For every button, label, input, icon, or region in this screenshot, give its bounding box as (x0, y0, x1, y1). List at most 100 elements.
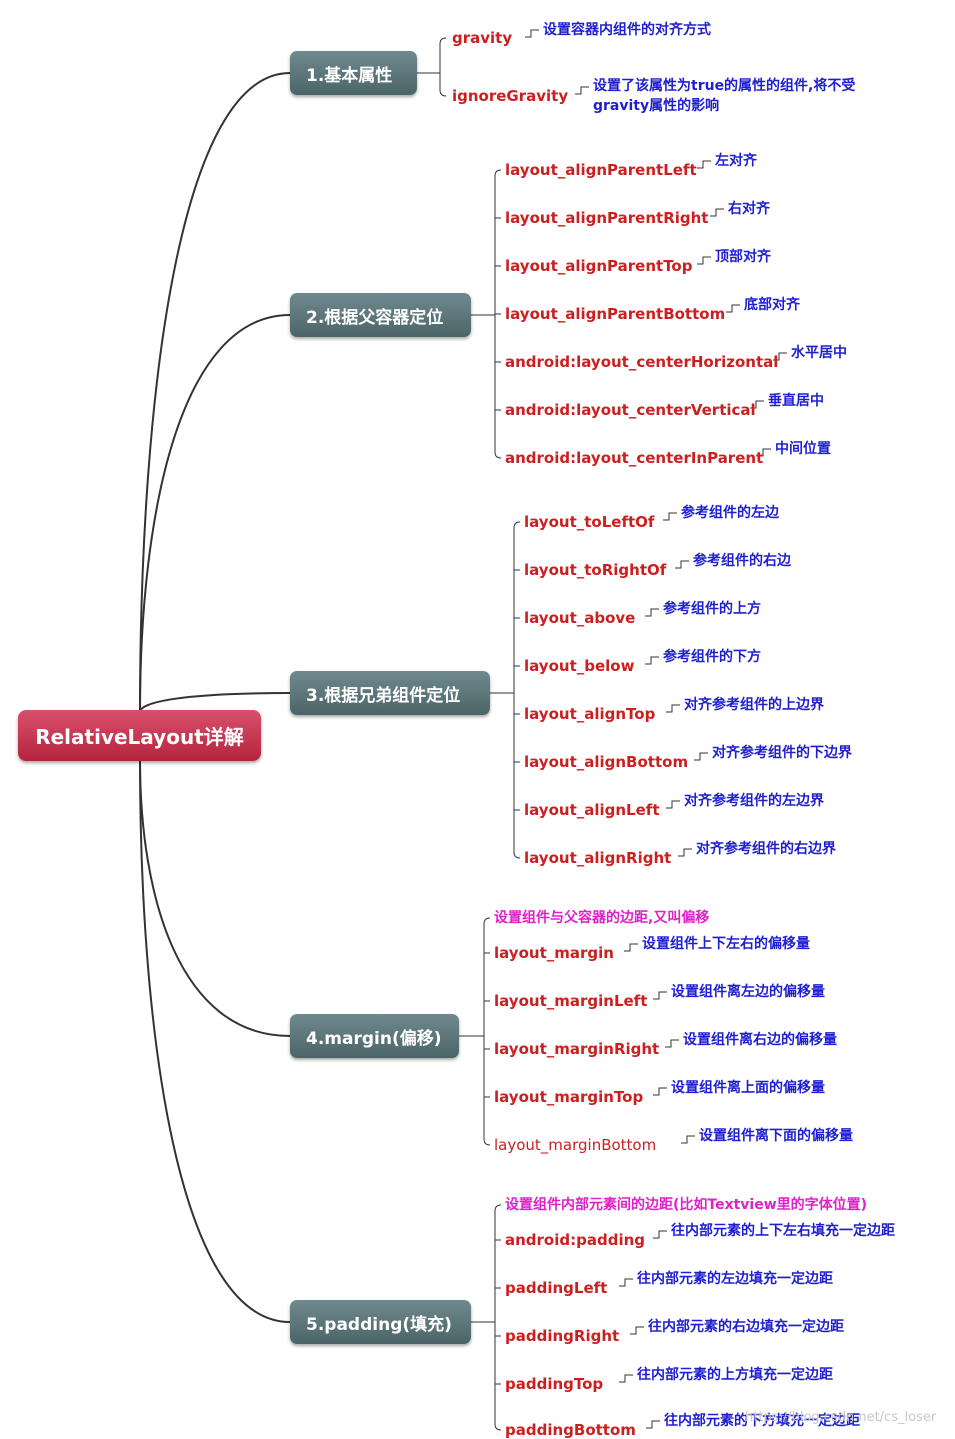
attribute-description: 参考组件的上方 (663, 601, 761, 617)
connector-line (645, 656, 659, 665)
branch-parent-positioning[interactable]: 2.根据父容器定位 (290, 293, 471, 337)
attribute-label: paddingTop (505, 1375, 604, 1393)
connector-line (619, 1374, 633, 1383)
attribute-description: 左对齐 (715, 153, 757, 169)
attribute-description: 往内部元素的下方填充一定边距 (664, 1413, 860, 1429)
attribute-label: layout_alignParentRight (505, 209, 709, 227)
attribute-description: 设置组件离上面的偏移量 (671, 1080, 825, 1096)
attribute-label: android:layout_centerInParent (505, 449, 764, 467)
branch-padding[interactable]: 5.padding(填充) (290, 1300, 471, 1344)
connector-line (666, 704, 680, 713)
connector-line (619, 1278, 633, 1287)
attribute-label: android:padding (505, 1231, 646, 1249)
branch-note: 设置组件内部元素间的边距(比如Textview里的字体位置) (505, 1197, 868, 1213)
connector-line (139, 314, 291, 713)
attribute-label: layout_margin (494, 944, 614, 962)
attribute-description: 往内部元素的上下左右填充一定边距 (671, 1223, 895, 1239)
attribute-description: 底部对齐 (744, 297, 800, 313)
attribute-description: 右对齐 (728, 201, 770, 217)
connector-line (139, 692, 291, 713)
connector-line (678, 848, 692, 857)
attribute-description: 顶部对齐 (715, 249, 771, 265)
attribute-description: gravity属性的影响 (593, 98, 720, 114)
attribute-description: 中间位置 (775, 441, 831, 457)
connector-line (697, 256, 711, 265)
connector-line (645, 608, 659, 617)
attribute-description: 对齐参考组件的下边界 (712, 745, 852, 761)
attribute-label: layout_alignRight (524, 849, 672, 867)
attribute-description: 参考组件的下方 (663, 649, 761, 665)
attribute-description: 参考组件的左边 (681, 505, 779, 521)
connector-line (630, 1326, 644, 1335)
connector-line (757, 448, 771, 457)
attribute-label: layout_alignParentLeft (505, 161, 697, 179)
attribute-description: 往内部元素的上方填充一定边距 (637, 1367, 833, 1383)
branch-margin[interactable]: 4.margin(偏移) (290, 1014, 459, 1058)
connector-line (675, 560, 689, 569)
attribute-label: layout_alignParentTop (505, 257, 693, 275)
connector-line (666, 800, 680, 809)
connector-line (513, 521, 521, 859)
attribute-label: gravity (452, 29, 513, 47)
attribute-label: layout_toLeftOf (524, 513, 655, 531)
attribute-label: layout_marginRight (494, 1040, 660, 1058)
connector-line (697, 160, 711, 169)
attribute-label: layout_toRightOf (524, 561, 667, 579)
connector-line (710, 208, 724, 217)
attribute-label: layout_alignTop (524, 705, 656, 723)
connector-line (575, 86, 589, 95)
connector-line (773, 352, 787, 361)
attribute-label: paddingRight (505, 1327, 620, 1345)
connector-line (624, 943, 638, 952)
connector-line (483, 917, 491, 1146)
root-node[interactable]: RelativeLayout详解 (18, 710, 261, 761)
attribute-description: 设置组件离下面的偏移量 (699, 1128, 853, 1144)
attribute-description: 设置组件离左边的偏移量 (671, 984, 825, 1000)
connector-line (525, 29, 539, 38)
attribute-description: 设置了该属性为true的属性的组件,将不受 (593, 78, 856, 94)
connector-line (139, 759, 291, 1037)
attribute-label: layout_marginBottom (494, 1136, 657, 1154)
attribute-label: ignoreGravity (452, 87, 569, 105)
connector-line (494, 1204, 502, 1431)
connector-line (665, 1039, 679, 1048)
attribute-description: 对齐参考组件的左边界 (684, 793, 824, 809)
connector-line (439, 37, 447, 97)
attribute-label: layout_alignBottom (524, 753, 689, 771)
attribute-label: layout_above (524, 609, 636, 627)
attribute-description: 往内部元素的右边填充一定边距 (648, 1319, 844, 1335)
branch-sibling-positioning[interactable]: 3.根据兄弟组件定位 (290, 671, 490, 715)
connector-line (653, 1087, 667, 1096)
connector-line (681, 1135, 695, 1144)
connector-line (694, 752, 708, 761)
connector-line (653, 991, 667, 1000)
connector-line (646, 1420, 660, 1429)
connector-line (139, 759, 291, 1323)
connector-line (750, 400, 764, 409)
attribute-label: paddingBottom (505, 1421, 636, 1439)
attribute-label: layout_alignLeft (524, 801, 660, 819)
attribute-description: 设置组件上下左右的偏移量 (642, 936, 810, 952)
watermark: https://blog.csdn.net/cs_loser (745, 1410, 937, 1425)
attribute-label: android:layout_centerVertical (505, 401, 756, 419)
attribute-description: 对齐参考组件的右边界 (696, 841, 836, 857)
attribute-label: layout_marginLeft (494, 992, 648, 1010)
attribute-description: 垂直居中 (768, 393, 824, 409)
attribute-label: layout_alignParentBottom (505, 305, 726, 323)
attribute-description: 设置容器内组件的对齐方式 (543, 22, 711, 38)
attribute-label: paddingLeft (505, 1279, 608, 1297)
branch-basic-properties[interactable]: 1.基本属性 (290, 51, 417, 95)
attribute-description: 水平居中 (791, 345, 847, 361)
connector-line (653, 1230, 667, 1239)
connector-line (139, 72, 291, 713)
branch-note: 设置组件与父容器的边距,又叫偏移 (494, 910, 710, 926)
attribute-description: 参考组件的右边 (693, 553, 791, 569)
connector-line (663, 512, 677, 521)
attribute-label: layout_marginTop (494, 1088, 644, 1106)
attribute-description: 往内部元素的左边填充一定边距 (637, 1271, 833, 1287)
attribute-description: 对齐参考组件的上边界 (684, 697, 824, 713)
attribute-description: 设置组件离右边的偏移量 (683, 1032, 837, 1048)
connector-line (726, 304, 740, 313)
attribute-label: android:layout_centerHorizontal (505, 353, 779, 371)
